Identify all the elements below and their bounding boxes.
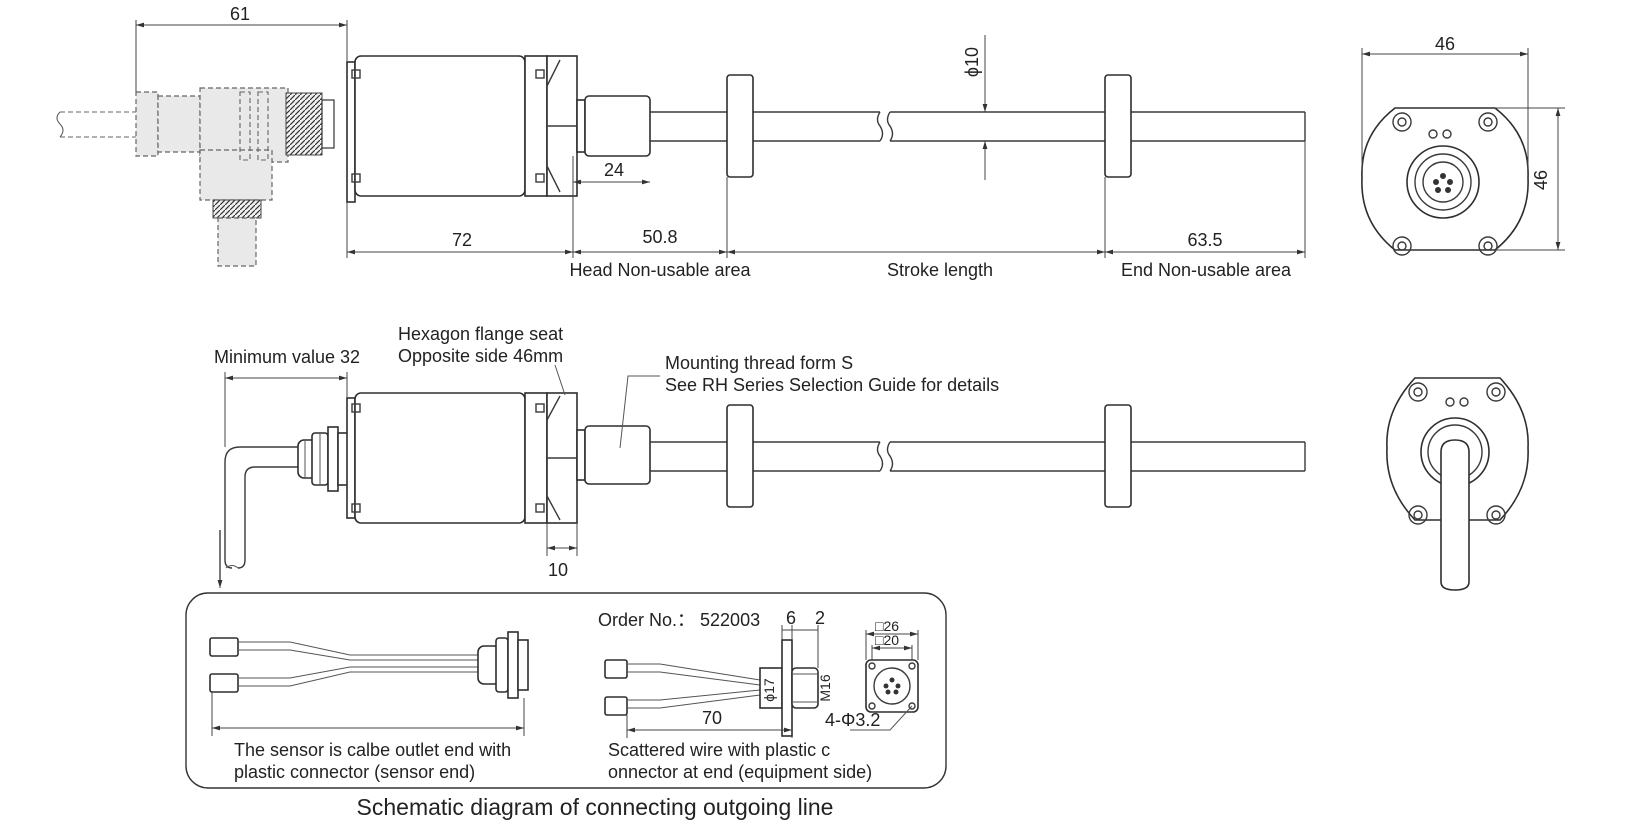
dim-head-non-usable: 50.8 <box>642 227 677 247</box>
measuring-rod-top <box>650 74 1306 178</box>
label-flange-line2: Opposite side 46mm <box>398 346 563 366</box>
label-thread-line2: See RH Series Selection Guide for detail… <box>665 375 999 395</box>
dim-square-20: □20 <box>875 632 899 648</box>
left-caption-line1: The sensor is calbe outlet end with <box>234 740 511 760</box>
dim-m16: M16 <box>817 674 833 701</box>
right-caption-line2: onnector at end (equipment side) <box>608 762 872 782</box>
label-end-area: End Non-usable area <box>1121 260 1292 280</box>
flange-square-detail <box>850 630 919 731</box>
left-caption-line2: plastic connector (sensor end) <box>234 762 475 782</box>
dim-rod-diameter: ϕ10 <box>962 47 982 77</box>
label-stroke-length: Stroke length <box>887 260 993 280</box>
sensor-end-cable <box>209 631 529 736</box>
label-min-value: Minimum value 32 <box>214 347 360 367</box>
dim-phi17: ϕ17 <box>761 678 777 702</box>
dim-rod-start: 24 <box>604 160 624 180</box>
measuring-rod-side <box>650 404 1306 508</box>
dimension-lines-top <box>135 20 1306 258</box>
figure-caption: Schematic diagram of connecting outgoing… <box>357 794 834 820</box>
label-head-area: Head Non-usable area <box>569 260 751 280</box>
dim-6: 6 <box>786 608 796 628</box>
dim-end-height: 46 <box>1531 170 1551 190</box>
end-view-connector: 46 46 <box>1361 34 1565 256</box>
dim-head-length: 72 <box>452 230 472 250</box>
dim-end-non-usable: 63.5 <box>1187 230 1222 250</box>
label-flange-line1: Hexagon flange seat <box>398 324 563 344</box>
side-view: Minimum value 32 Hexagon flange seat Opp… <box>214 324 1306 588</box>
side-view-annotations <box>217 364 660 588</box>
dim-2: 2 <box>815 608 825 628</box>
detail-box: The sensor is calbe outlet end with plas… <box>185 592 947 789</box>
right-caption-line1: Scattered wire with plastic c <box>608 740 830 760</box>
dim-70: 70 <box>702 708 722 728</box>
dim-connector-width: 61 <box>230 4 250 24</box>
order-number: Order No.： 522003 <box>598 610 760 630</box>
sensor-housing-side <box>346 392 651 524</box>
dim-square-26: □26 <box>875 618 899 634</box>
dim-holes: 4-Φ3.2 <box>825 710 880 730</box>
dashed-connector-assembly <box>56 87 335 267</box>
cable-outlet <box>224 426 349 569</box>
sensor-housing-top <box>346 55 651 203</box>
dim-flange-thickness: 10 <box>548 560 568 580</box>
equipment-end-cable <box>604 625 819 738</box>
top-view: 61 ϕ10 24 72 50.8 63.5 Head Non-usable a… <box>56 4 1306 280</box>
end-view-cable <box>1386 377 1529 591</box>
dim-end-width: 46 <box>1435 34 1455 54</box>
label-thread-line1: Mounting thread form S <box>665 353 853 373</box>
